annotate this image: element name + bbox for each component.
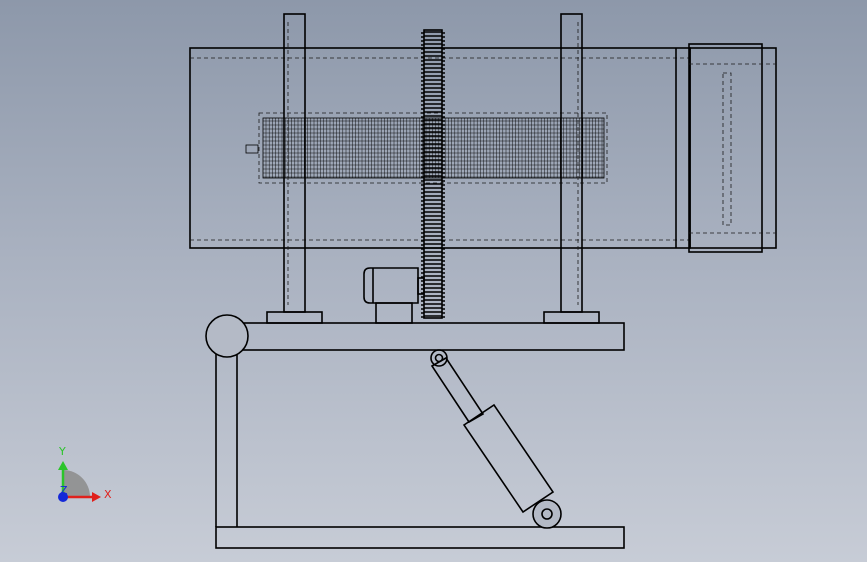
- right-column[interactable]: [543, 13, 600, 324]
- base-frame[interactable]: [205, 314, 625, 549]
- rack-tooth-lines: [421, 31, 445, 318]
- right-column-base[interactable]: [543, 311, 600, 324]
- cylinder-bottom-eye: [532, 499, 562, 529]
- top-platform[interactable]: [225, 322, 625, 351]
- mesh-outline-outer: [258, 112, 608, 184]
- gear-rack-teeth: [421, 31, 445, 318]
- motor-mount[interactable]: [375, 302, 413, 324]
- cylinder-top-eye: [430, 349, 448, 367]
- left-column-base[interactable]: [266, 311, 323, 324]
- hydraulic-cylinder[interactable]: [430, 349, 562, 529]
- mesh-outline-inner: [262, 117, 605, 179]
- end-cap[interactable]: [688, 43, 763, 253]
- drive-motor[interactable]: [363, 267, 425, 324]
- mesh-tag: [245, 144, 259, 154]
- gear-rack[interactable]: [421, 29, 445, 319]
- bottom-bar[interactable]: [215, 526, 625, 549]
- end-flange[interactable]: [689, 47, 777, 249]
- y-axis-label: Y: [58, 445, 66, 458]
- motor-housing[interactable]: [363, 267, 419, 304]
- x-axis-label: X: [104, 488, 112, 501]
- left-column-shaft[interactable]: [283, 13, 306, 313]
- gear-rack-body[interactable]: [423, 29, 443, 319]
- coordinate-triad[interactable]: X Y Z: [58, 445, 112, 502]
- z-axis-label: Z: [60, 484, 68, 497]
- cylinder-top-pin: [434, 353, 444, 363]
- left-column[interactable]: [266, 13, 323, 324]
- x-axis-head: [92, 492, 101, 502]
- triad-plane: [63, 470, 90, 497]
- vertical-post[interactable]: [215, 350, 238, 527]
- cylinder-rod[interactable]: [430, 356, 485, 424]
- end-shaft-hidden: [722, 72, 732, 226]
- z-axis-dot: [58, 492, 68, 502]
- pivot-hinge[interactable]: [205, 314, 249, 358]
- cylinder-barrel[interactable]: [462, 403, 555, 514]
- motor-coupling: [417, 277, 425, 295]
- drum-body[interactable]: [189, 43, 777, 253]
- cylinder-bottom-pin: [541, 508, 553, 520]
- right-column-shaft[interactable]: [560, 13, 583, 313]
- y-axis-head: [58, 461, 68, 470]
